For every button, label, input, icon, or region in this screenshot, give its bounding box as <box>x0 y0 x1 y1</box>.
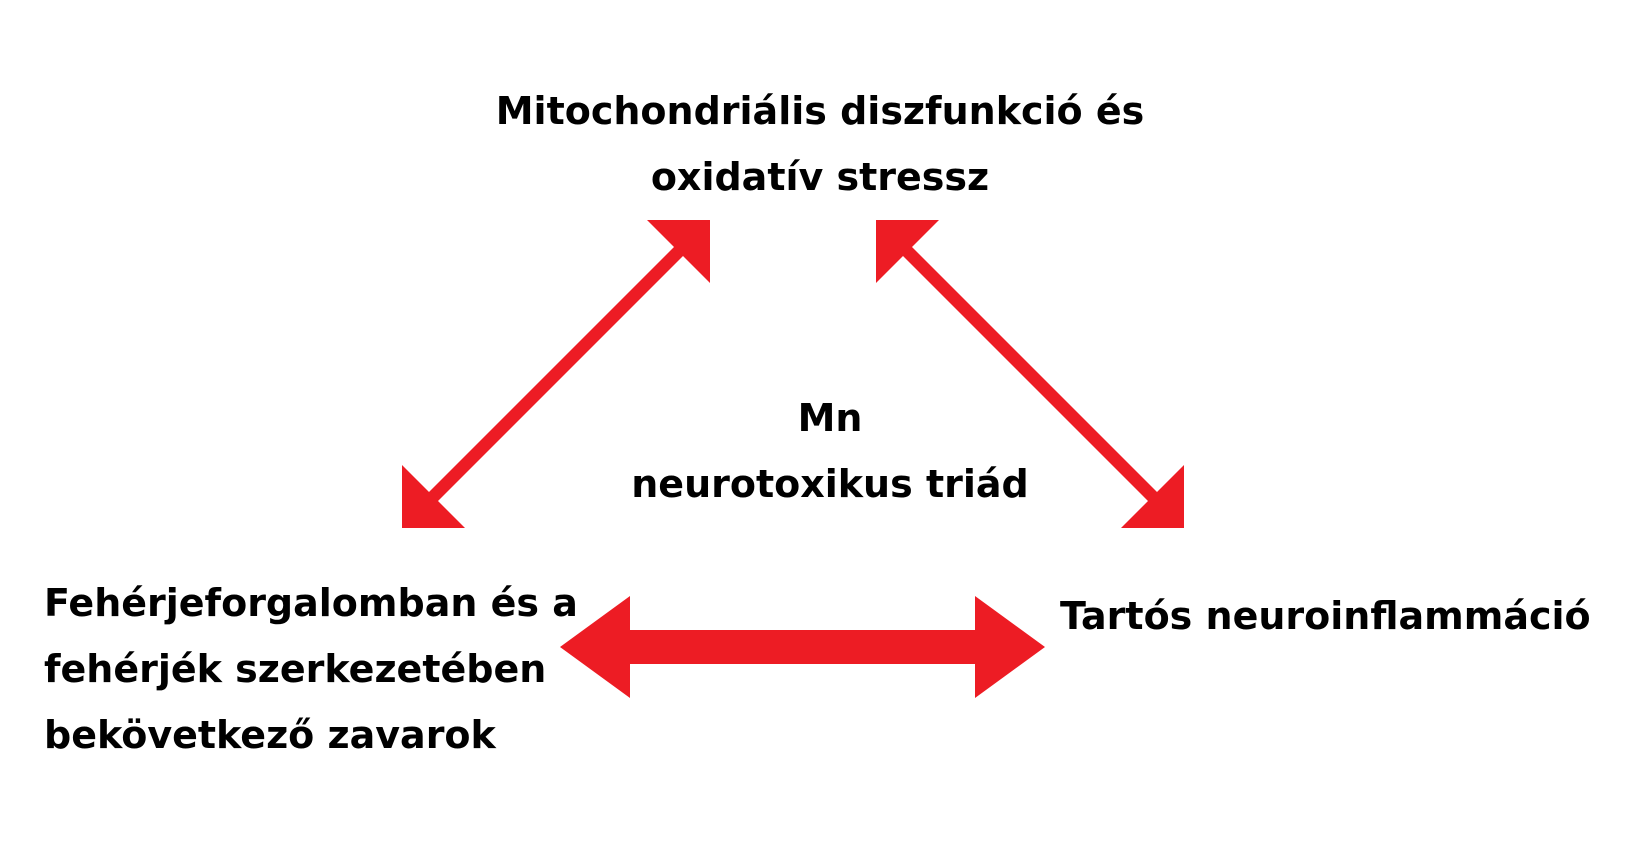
node-right-line-1: Tartós neuroinflammáció <box>1060 594 1591 638</box>
node-left-line-3: bekövetkező zavarok <box>44 713 496 757</box>
arrow-left-top <box>402 220 710 528</box>
center-label: Mn neurotoxikus triád <box>600 385 1060 517</box>
node-neuroinflammation: Tartós neuroinflammáció <box>1060 583 1620 649</box>
center-line-2: neurotoxikus triád <box>631 462 1029 506</box>
node-top-line-2: oxidatív stressz <box>650 155 990 199</box>
node-left-line-2: fehérjék szerkezetében <box>44 647 547 691</box>
center-line-1: Mn <box>797 396 863 440</box>
node-top-line-1: Mitochondriális diszfunkció és <box>495 89 1145 133</box>
node-mitochondrial-dysfunction: Mitochondriális diszfunkció és oxidatív … <box>460 78 1180 210</box>
node-left-line-1: Fehérjeforgalomban és a <box>44 581 578 625</box>
arrow-left-right <box>560 596 1045 698</box>
node-protein-disorders: Fehérjeforgalomban és a fehérjék szerkez… <box>44 570 604 768</box>
arrow-top-right <box>876 220 1184 528</box>
